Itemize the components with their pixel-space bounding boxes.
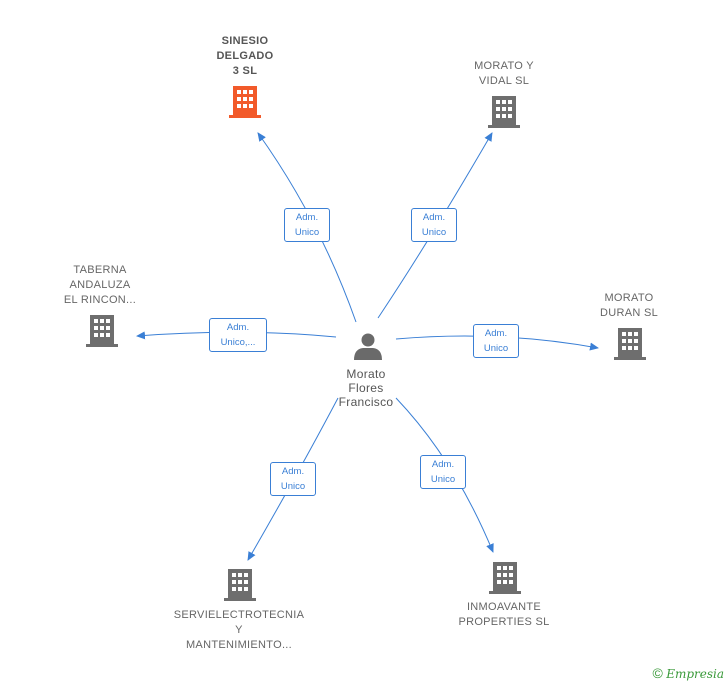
edge-label-inmo: Adm. Unico xyxy=(420,455,466,489)
company-label-vidal[interactable]: MORATO Y VIDAL SL xyxy=(474,60,534,87)
building-icon-inmo[interactable] xyxy=(489,562,521,594)
company-label-inmo[interactable]: INMOAVANTE PROPERTIES SL xyxy=(458,601,550,628)
edge-label-vidal: Adm. Unico xyxy=(411,208,457,242)
company-label-sinesio[interactable]: SINESIO DELGADO 3 SL xyxy=(216,35,274,77)
footer-brand: © Empresia xyxy=(653,665,724,681)
building-icon-servi[interactable] xyxy=(224,569,256,601)
brand-logo: Empresia xyxy=(666,667,724,681)
person-icon[interactable] xyxy=(354,333,382,361)
building-icon-sinesio[interactable] xyxy=(229,86,261,118)
company-label-taberna[interactable]: TABERNA ANDALUZA EL RINCON... xyxy=(63,264,137,306)
edge-label-servi: Adm. Unico xyxy=(270,462,316,496)
building-icon-taberna[interactable] xyxy=(86,315,118,347)
edge-label-taberna: Adm. Unico,... xyxy=(209,318,267,352)
person-label[interactable]: Morato Flores Francisco xyxy=(338,367,394,409)
copyright-icon: © xyxy=(652,665,663,681)
company-label-duran[interactable]: MORATO DURAN SL xyxy=(599,292,659,319)
edge-label-sinesio: Adm. Unico xyxy=(284,208,330,242)
company-label-servi[interactable]: SERVIELECTROTECNIA Y MANTENIMIENTO... xyxy=(173,609,305,651)
edge-label-duran: Adm. Unico xyxy=(473,324,519,358)
building-icon-duran[interactable] xyxy=(614,328,646,360)
building-icon-vidal[interactable] xyxy=(488,96,520,128)
